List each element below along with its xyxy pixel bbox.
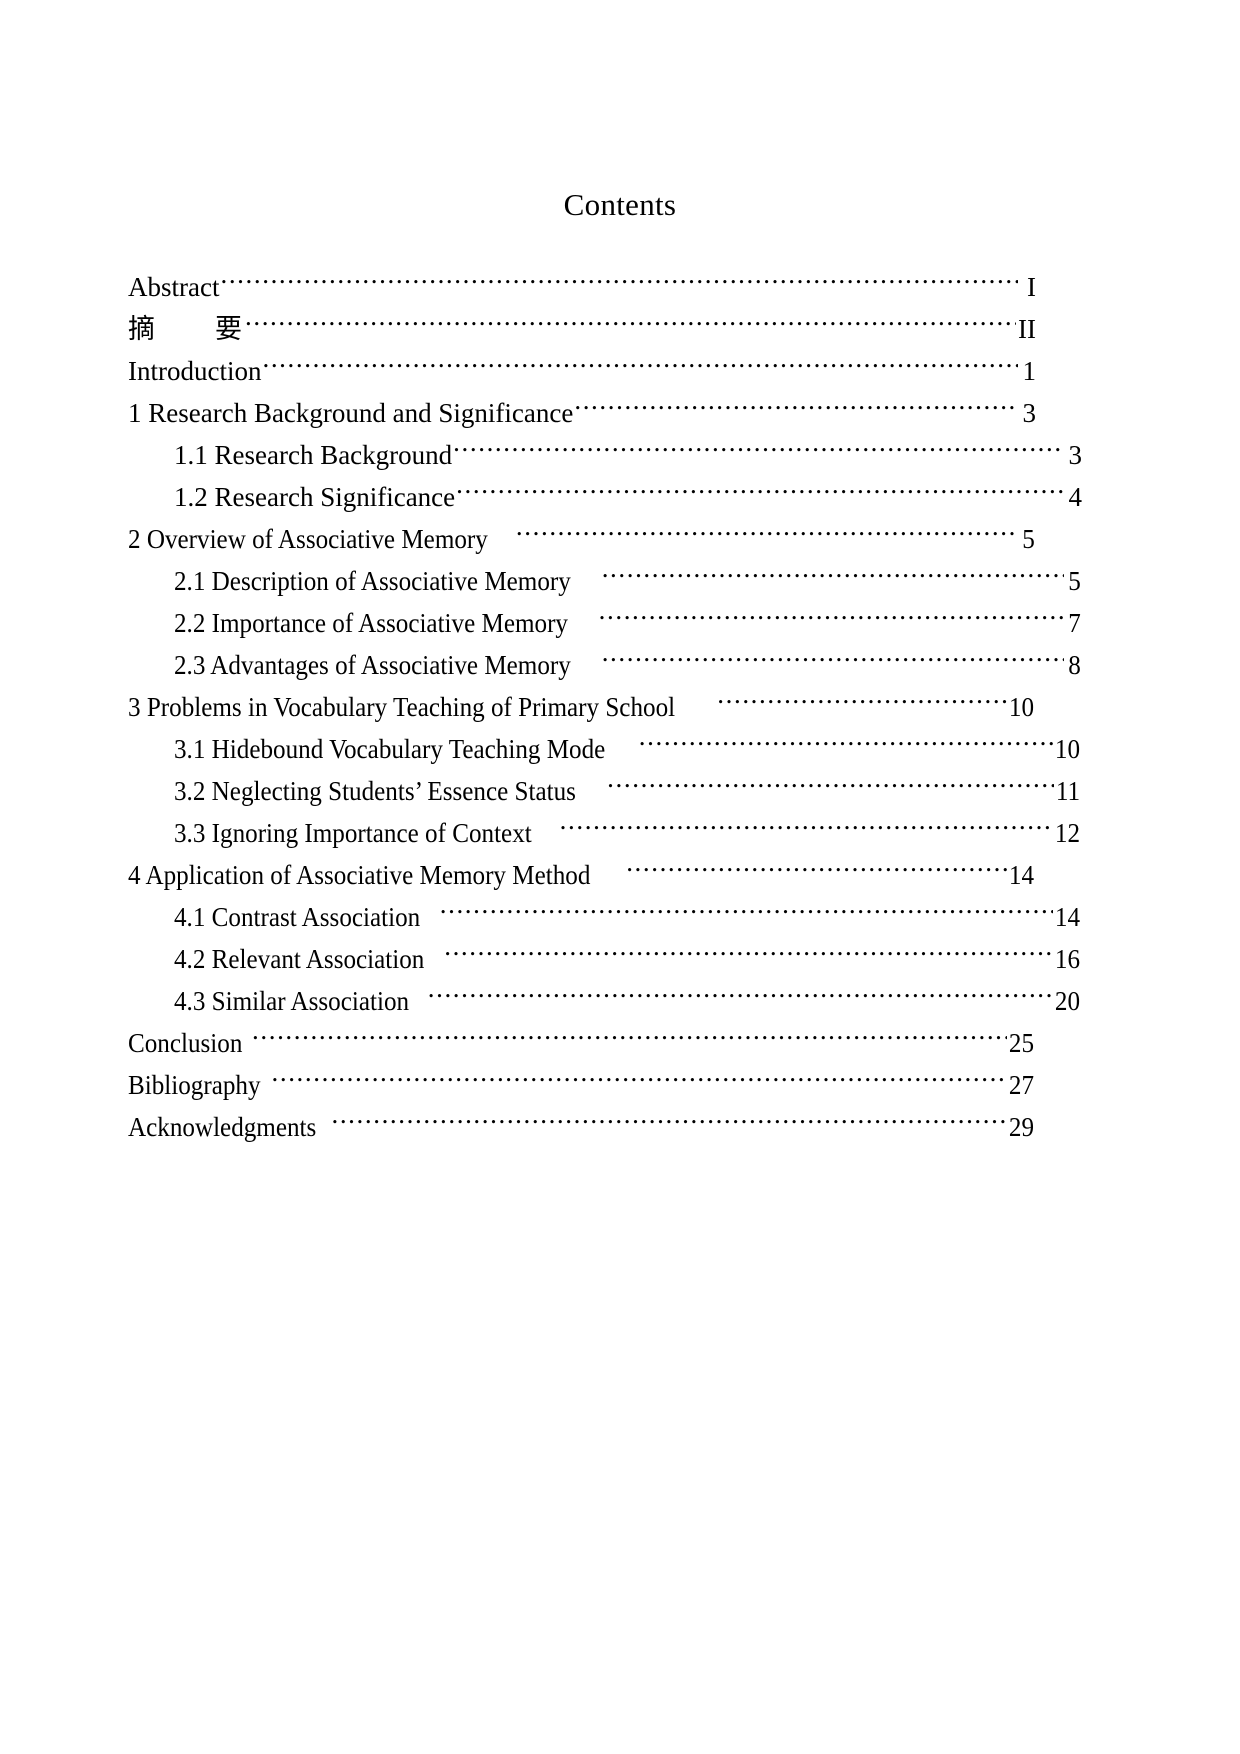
toc-entry-page-number: 29 xyxy=(1008,1112,1035,1142)
toc-entry[interactable]: Bibliography 27 xyxy=(128,1064,1036,1106)
toc-entry-label: 4.1 Contrast Association xyxy=(174,902,421,932)
toc-entry[interactable]: 3.2 Neglecting Students’ Essence Status 1… xyxy=(128,770,1082,812)
toc-dot-leader xyxy=(331,1109,1007,1136)
page-title: Contents xyxy=(563,187,677,222)
toc-entry-label: Conclusion xyxy=(128,1028,243,1058)
toc-dot-leader xyxy=(599,605,1064,632)
toc-entry-label: 1.1 Research Background xyxy=(174,440,453,470)
toc-entry-label: 3.1 Hidebound Vocabulary Teaching Mode xyxy=(174,734,606,764)
toc-entry[interactable]: 4 Application of Associative Memory Meth… xyxy=(128,854,1036,896)
toc-dot-leader xyxy=(516,521,1018,548)
toc-entry-page-number: 12 xyxy=(1054,818,1081,848)
toc-entry-label: 3.2 Neglecting Students’ Essence Status xyxy=(174,776,576,806)
toc-dot-leader xyxy=(444,941,1053,968)
toc-entry[interactable]: 3 Problems in Vocabulary Teaching of Pri… xyxy=(128,686,1036,728)
toc-entry-label: 1.2 Research Significance xyxy=(174,482,456,512)
toc-dot-leader xyxy=(272,1067,1008,1094)
toc-entry[interactable]: 3.3 Ignoring Importance of Context 12 xyxy=(128,812,1082,854)
toc-dot-leader xyxy=(639,731,1053,758)
toc-entry-label: 1 Research Background and Significance xyxy=(128,398,574,428)
toc-dot-leader xyxy=(428,983,1053,1010)
toc-entry[interactable]: 1 Research Background and Significance 3 xyxy=(128,392,1036,434)
toc-entry-page-number: 1 xyxy=(1022,356,1037,386)
toc-dot-leader xyxy=(245,311,1016,338)
toc-entry-label: Acknowledgments xyxy=(128,1112,317,1142)
toc-entry-page-number: 4 xyxy=(1068,482,1083,512)
toc-entry-page-number: 20 xyxy=(1054,986,1081,1016)
toc-entry-label: 4.3 Similar Association xyxy=(174,986,410,1016)
toc-dot-leader xyxy=(602,647,1064,674)
toc-entry[interactable]: 2 Overview of Associative Memory 5 xyxy=(128,518,1036,560)
toc-entry-page-number: 11 xyxy=(1055,776,1081,806)
toc-dot-leader xyxy=(717,689,1007,716)
toc-dot-leader xyxy=(456,479,1064,506)
toc-entry[interactable]: 1.1 Research Background 3 xyxy=(128,434,1082,476)
toc-entry[interactable]: Conclusion 25 xyxy=(128,1022,1036,1064)
toc-entry-page-number: I xyxy=(1027,272,1036,302)
toc-dot-leader xyxy=(626,857,1007,884)
toc-entry-page-number: 16 xyxy=(1054,944,1081,974)
toc-entry-label: 4 Application of Associative Memory Meth… xyxy=(128,860,591,890)
toc-entry[interactable]: Introduction 1 xyxy=(128,350,1036,392)
toc-entry-page-number: 5 xyxy=(1068,566,1081,596)
toc-entry-page-number: 3 xyxy=(1022,398,1037,428)
toc-dot-leader xyxy=(440,899,1053,926)
toc-dot-leader xyxy=(607,773,1054,800)
toc-entry-page-number: II xyxy=(1018,314,1036,344)
toc-entry-label: Introduction xyxy=(128,356,262,386)
toc-dot-leader xyxy=(574,395,1018,422)
toc-dot-leader xyxy=(220,269,1018,296)
toc-entry-page-number: 5 xyxy=(1022,524,1035,554)
toc-entry-label: 2 Overview of Associative Memory xyxy=(128,524,488,554)
toc-entry-label: Bibliography xyxy=(128,1070,261,1100)
toc-entry[interactable]: 1.2 Research Significance 4 xyxy=(128,476,1082,518)
toc-dot-leader xyxy=(560,815,1053,842)
toc-entry-page-number: 27 xyxy=(1008,1070,1035,1100)
table-of-contents: Abstract I 摘 要 II Introduction 1 1 Research Ba… xyxy=(128,266,1082,1148)
toc-dot-leader xyxy=(453,437,1064,464)
toc-entry-label: 2.2 Importance of Associative Memory xyxy=(174,608,569,638)
toc-entry[interactable]: 3.1 Hidebound Vocabulary Teaching Mode 10 xyxy=(128,728,1082,770)
toc-entry-page-number: 7 xyxy=(1068,608,1081,638)
toc-dot-leader xyxy=(252,1025,1007,1052)
toc-dot-leader xyxy=(262,353,1018,380)
toc-dot-leader xyxy=(602,563,1064,590)
toc-entry[interactable]: 4.1 Contrast Association 14 xyxy=(128,896,1082,938)
toc-entry-label: 4.2 Relevant Association xyxy=(174,944,425,974)
toc-entry-page-number: 14 xyxy=(1008,860,1035,890)
toc-entry[interactable]: 4.3 Similar Association 20 xyxy=(128,980,1082,1022)
toc-entry-label: 3 Problems in Vocabulary Teaching of Pri… xyxy=(128,692,676,722)
toc-entry-page-number: 14 xyxy=(1054,902,1081,932)
toc-entry-page-number: 10 xyxy=(1054,734,1081,764)
toc-entry-page-number: 25 xyxy=(1008,1028,1035,1058)
toc-entry[interactable]: 摘 要 II xyxy=(128,308,1036,350)
toc-entry-page-number: 10 xyxy=(1008,692,1035,722)
toc-entry[interactable]: 2.2 Importance of Associative Memory 7 xyxy=(128,602,1082,644)
toc-entry-label: 3.3 Ignoring Importance of Context xyxy=(174,818,532,848)
toc-entry[interactable]: Acknowledgments 29 xyxy=(128,1106,1036,1148)
toc-entry-label: Abstract xyxy=(128,272,220,302)
toc-entry[interactable]: 2.3 Advantages of Associative Memory 8 xyxy=(128,644,1082,686)
toc-entry-label: 2.3 Advantages of Associative Memory xyxy=(174,650,571,680)
toc-entry-page-number: 3 xyxy=(1068,440,1083,470)
toc-entry[interactable]: Abstract I xyxy=(128,266,1036,308)
toc-entry[interactable]: 2.1 Description of Associative Memory 5 xyxy=(128,560,1082,602)
toc-entry-label: 2.1 Description of Associative Memory xyxy=(174,566,571,596)
toc-entry-page-number: 8 xyxy=(1068,650,1081,680)
toc-entry[interactable]: 4.2 Relevant Association 16 xyxy=(128,938,1082,980)
toc-entry-label: 摘 要 xyxy=(128,314,244,345)
